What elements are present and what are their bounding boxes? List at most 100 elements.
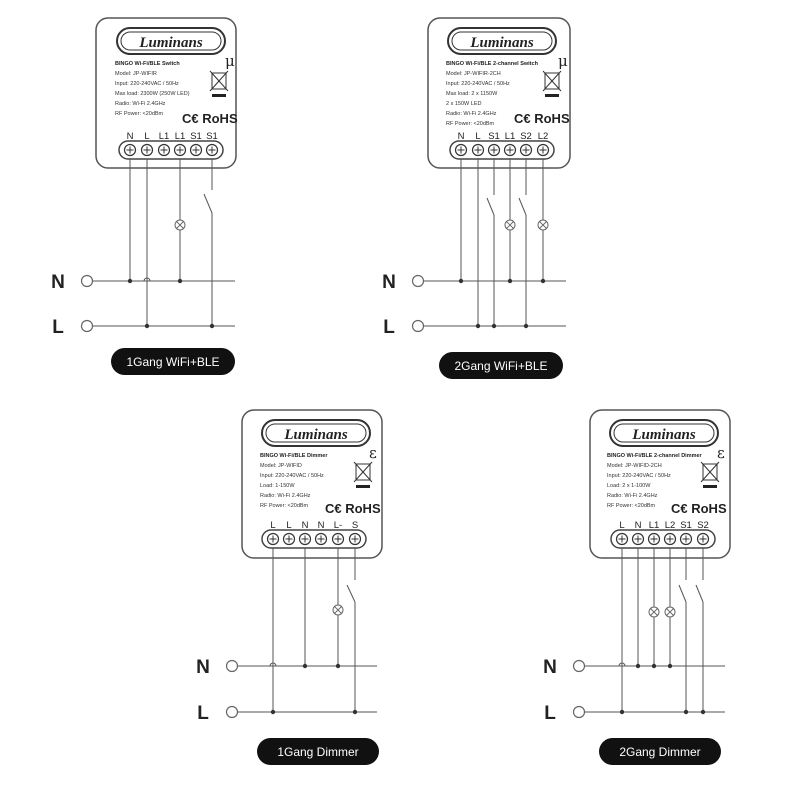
junction-dot bbox=[523, 323, 529, 329]
terminal-label: L bbox=[144, 131, 149, 142]
wiring bbox=[80, 159, 235, 333]
spec-line: RF Power: <20dBm bbox=[607, 503, 656, 509]
wiring bbox=[572, 548, 725, 719]
diagram-2gang-wifi: Luminans BINGO Wi-Fi/BLE 2-channel Switc… bbox=[382, 17, 571, 379]
switch-contact bbox=[518, 197, 527, 216]
switch-contact bbox=[486, 197, 495, 216]
terminal-label: S1 bbox=[488, 131, 500, 142]
spec-line: Radio: Wi-Fi 2.4GHz bbox=[115, 101, 166, 107]
terminal-label: L1 bbox=[175, 131, 186, 142]
terminal-label: N bbox=[302, 520, 309, 531]
live-terminal bbox=[411, 319, 425, 333]
device-module: Luminans BINGO Wi-Fi/BLE Switch Model: J… bbox=[95, 17, 238, 169]
spec-line: Max load: 2300W (250W LED) bbox=[115, 91, 190, 97]
lamp-icon bbox=[174, 219, 186, 231]
mark-symbol: μ bbox=[558, 52, 568, 70]
caption-text: 2Gang Dimmer bbox=[619, 745, 700, 759]
mark-symbol: μ bbox=[225, 52, 235, 70]
terminal-label: L bbox=[475, 131, 480, 142]
junction-dot bbox=[540, 278, 546, 284]
neutral-terminal bbox=[225, 659, 239, 673]
terminal-label: L1 bbox=[505, 131, 516, 142]
weee-bin-icon bbox=[353, 461, 373, 488]
device-module: Luminans BINGO Wi-Fi/BLE 2-channel Dimme… bbox=[589, 409, 731, 559]
live-label: L bbox=[383, 317, 395, 338]
switch-contact bbox=[695, 584, 704, 603]
terminal-label: S1 bbox=[680, 520, 692, 531]
neutral-label: N bbox=[543, 657, 557, 678]
spec-line: Model: JP-WIFID-2CH bbox=[607, 463, 662, 469]
spec-line: Max load: 2 x 1150W bbox=[446, 91, 498, 97]
live-terminal bbox=[225, 705, 239, 719]
junction-dot bbox=[667, 663, 673, 669]
wiring bbox=[411, 159, 566, 333]
lamp-icon bbox=[648, 606, 660, 618]
junction-dot bbox=[475, 323, 481, 329]
junction-dot bbox=[209, 323, 215, 329]
terminal-block bbox=[261, 529, 367, 549]
mark-symbol: ε bbox=[369, 444, 377, 462]
junction-dot bbox=[683, 709, 689, 715]
terminal-label: L2 bbox=[665, 520, 676, 531]
neutral-label: N bbox=[51, 272, 65, 293]
terminal-label: L bbox=[286, 520, 291, 531]
junction-dot bbox=[144, 323, 150, 329]
spec-line: Load: 2 x 1-100W bbox=[607, 483, 651, 489]
terminal-label: S2 bbox=[520, 131, 532, 142]
terminal-label: S1 bbox=[206, 131, 218, 142]
caption-pill: 2Gang Dimmer bbox=[599, 738, 721, 765]
live-terminal bbox=[80, 319, 94, 333]
junction-dot bbox=[270, 709, 276, 715]
terminal-label: L bbox=[270, 520, 275, 531]
terminal-label: S2 bbox=[697, 520, 709, 531]
junction-dot bbox=[651, 663, 657, 669]
lamp-icon bbox=[537, 219, 549, 231]
caption-pill: 1Gang WiFi+BLE bbox=[111, 348, 235, 375]
terminal-label: L2 bbox=[538, 131, 549, 142]
terminal-label: N bbox=[127, 131, 134, 142]
spec-line: Model: JP-WIFID bbox=[260, 463, 302, 469]
caption-text: 1Gang Dimmer bbox=[277, 745, 358, 759]
ce-rohs-mark: C€ RoHS bbox=[671, 501, 727, 516]
brand-logo: Luminans bbox=[138, 35, 203, 51]
junction-dot bbox=[635, 663, 641, 669]
live-label: L bbox=[52, 317, 64, 338]
lamp-icon bbox=[332, 604, 344, 616]
weee-bin-icon bbox=[209, 70, 229, 97]
junction-dot bbox=[491, 323, 497, 329]
switch-contact bbox=[678, 584, 687, 603]
junction-dot bbox=[507, 278, 513, 284]
brand-logo: Luminans bbox=[469, 35, 534, 51]
neutral-label: N bbox=[382, 272, 396, 293]
weee-bin-icon bbox=[542, 70, 562, 97]
spec-line: RF Power: <20dBm bbox=[260, 503, 309, 509]
neutral-terminal bbox=[80, 274, 94, 288]
spec-line: Radio: Wi-Fi 2.4GHz bbox=[260, 493, 311, 499]
junction-dot bbox=[458, 278, 464, 284]
caption-text: 1Gang WiFi+BLE bbox=[126, 355, 219, 369]
live-label: L bbox=[197, 703, 209, 724]
terminal-label: L1 bbox=[649, 520, 660, 531]
terminal-label: S1 bbox=[190, 131, 202, 142]
spec-line: Model: JP-WIFIR-2CH bbox=[446, 71, 501, 77]
neutral-label: N bbox=[196, 657, 210, 678]
spec-line: Model: JP-WIFIR bbox=[115, 71, 157, 77]
live-label: L bbox=[544, 703, 556, 724]
switch-contact bbox=[346, 584, 356, 603]
weee-bin-icon bbox=[700, 461, 720, 488]
product-title: BINGO Wi-Fi/BLE 2-channel Switch bbox=[446, 61, 539, 67]
terminal-label: L bbox=[619, 520, 624, 531]
brand-logo: Luminans bbox=[283, 427, 348, 443]
spec-line: 2 x 150W LED bbox=[446, 101, 481, 107]
neutral-terminal bbox=[572, 659, 586, 673]
caption-text: 2Gang WiFi+BLE bbox=[454, 359, 547, 373]
spec-line: RF Power: <20dBm bbox=[446, 121, 495, 127]
terminal-label: L1 bbox=[159, 131, 170, 142]
junction-dot bbox=[177, 278, 183, 284]
terminal-label: S bbox=[352, 520, 358, 531]
lamp-icon bbox=[504, 219, 516, 231]
terminal-label: N bbox=[458, 131, 465, 142]
ce-rohs-mark: C€ RoHS bbox=[325, 501, 381, 516]
wiring bbox=[225, 548, 377, 719]
mark-symbol: ε bbox=[717, 444, 725, 462]
